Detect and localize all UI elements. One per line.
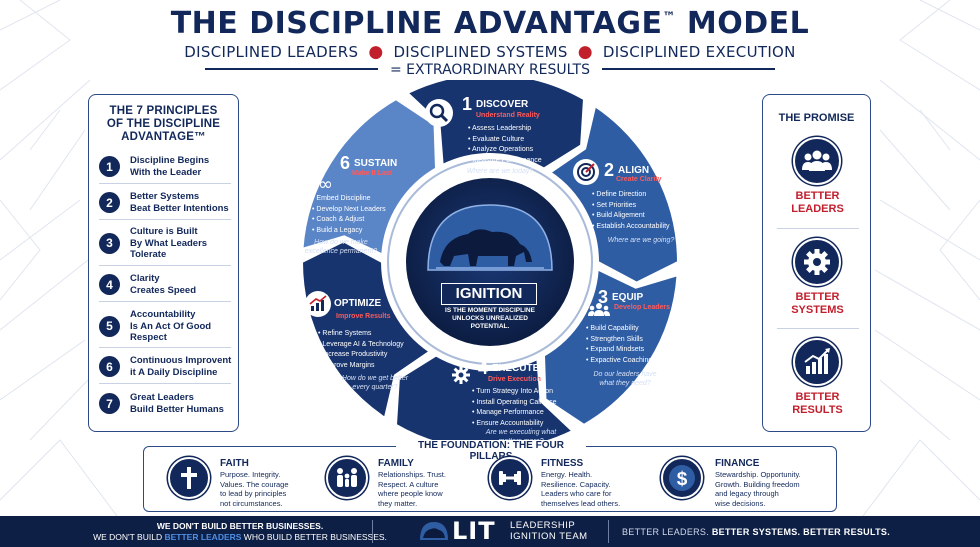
bullet-dot-icon: ● xyxy=(368,42,384,62)
header-rule xyxy=(205,68,380,70)
segment-subtitle: Understand Reality xyxy=(476,112,540,119)
divider xyxy=(99,347,231,348)
divider xyxy=(99,301,231,302)
segment-subtitle: Improve Results xyxy=(336,313,391,320)
pillar-text: Stewardship. Opportunity.Growth. Buildin… xyxy=(715,470,801,508)
lit-logo: LIT xyxy=(452,517,496,545)
foundation-title: THE FOUNDATION: THE FOUR PILLARS xyxy=(396,440,586,462)
family-icon xyxy=(326,457,368,499)
bison-logo-icon xyxy=(418,518,450,544)
result-line: = EXTRAORDINARY RESULTS xyxy=(0,62,980,78)
pillar-title: FITNESS xyxy=(541,458,584,469)
dumbbell-icon xyxy=(489,457,531,499)
divider xyxy=(777,228,859,229)
gear-icon xyxy=(793,238,841,286)
footer-statement: WE DON'T BUILD BETTER BUSINESSES. WE DON… xyxy=(93,521,387,542)
ignition-title: IGNITION xyxy=(441,283,537,305)
segment-list: Refine SystemsLeverage AI & TechnologyIn… xyxy=(318,329,403,371)
divider xyxy=(777,328,859,329)
footer-tagline: BETTER LEADERS. BETTER SYSTEMS. BETTER R… xyxy=(622,527,891,537)
divider xyxy=(99,383,231,384)
team-icon xyxy=(588,301,610,319)
cog-icon xyxy=(450,364,472,386)
segment-list: Define DirectionSet PrioritiesBuild Alig… xyxy=(592,190,669,232)
divider xyxy=(99,265,231,266)
segment-question: Where are we going? xyxy=(607,237,675,244)
subtitle-item: DISCIPLINED LEADERS xyxy=(184,43,359,61)
segment-subtitle: Develop Leaders xyxy=(614,304,671,311)
pillar-text: Energy. Health.Resilience. Capacity.Lead… xyxy=(541,470,621,508)
segment-list: Assess LeadershipEvaluate CultureAnalyze… xyxy=(468,124,542,166)
svg-text:$: $ xyxy=(677,469,688,490)
promise-title: THE PROMISE xyxy=(778,112,855,124)
segment-list: Build CapabilityStrengthen SkillsExpand … xyxy=(586,324,652,366)
footer-bar xyxy=(0,516,980,547)
bison-logo-icon xyxy=(427,204,553,271)
segment-title: OPTIMIZE xyxy=(334,298,382,309)
subtitle-item: DISCIPLINED SYSTEMS xyxy=(393,43,568,61)
segment-subtitle: Make It Last xyxy=(352,170,393,177)
divider xyxy=(99,219,231,220)
segment-list: Embed DisciplineDevelop Next LeadersCoac… xyxy=(312,194,385,236)
magnifier-icon xyxy=(425,99,453,127)
pillar-title: FAITH xyxy=(220,458,249,469)
page-title: THE DISCIPLINE ADVANTAGE™ MODEL xyxy=(170,6,810,41)
subtitle-item: DISCIPLINED EXECUTION xyxy=(602,43,796,61)
cross-icon xyxy=(168,457,210,499)
dollar-icon: $ xyxy=(661,457,703,499)
principles-title: THE 7 PRINCIPLES OF THE DISCIPLINE ADVAN… xyxy=(106,105,221,143)
segment-question: Where are we today? xyxy=(466,168,534,175)
infinity-icon: ∞ xyxy=(318,174,333,195)
growth-chart-icon xyxy=(305,291,331,317)
divider xyxy=(608,520,609,543)
segment-subtitle: Create Clarity xyxy=(616,176,662,183)
principles-panel: THE 7 PRINCIPLES OF THE DISCIPLINE ADVAN… xyxy=(88,94,239,432)
pillar-title: FAMILY xyxy=(378,458,414,469)
bullet-dot-icon: ● xyxy=(577,42,593,62)
chart-icon xyxy=(793,338,841,386)
header-rule xyxy=(598,68,775,70)
pillar-title: FINANCE xyxy=(715,458,760,469)
divider xyxy=(99,183,231,184)
people-icon xyxy=(793,137,841,185)
segment-subtitle: Drive Execution xyxy=(488,376,541,383)
divider xyxy=(372,520,373,543)
target-icon xyxy=(573,159,599,185)
subtitle: DISCIPLINED LEADERS ● DISCIPLINED SYSTEMS ●… xyxy=(0,42,980,62)
segment-list: Turn Strategy Into ActionInstall Operati… xyxy=(472,387,556,429)
